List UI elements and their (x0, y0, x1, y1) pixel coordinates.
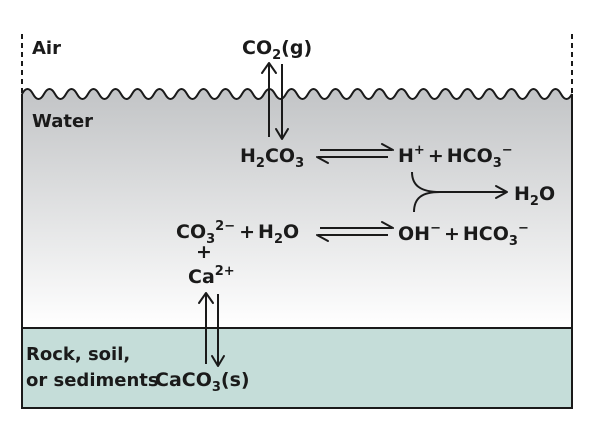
h2o-product-label: H2O (514, 183, 555, 209)
co3-h2o-label: CO32−+H2O (176, 219, 299, 247)
ca-caco3-equilibrium-arrow (198, 292, 225, 367)
plus-sign: + (196, 241, 212, 263)
water-surface-wave (21, 88, 573, 100)
container-outline (21, 94, 573, 409)
ca2-plus-label: Ca2+ (188, 264, 235, 288)
caco3-solid-label: CaCO3(s) (155, 369, 250, 395)
water-label: Water (32, 111, 93, 132)
carbonate-hydrolysis-arrow (316, 221, 394, 242)
water-region (22, 89, 572, 328)
sediment-label-line1: Rock, soil, (26, 344, 130, 365)
neutralization-arrow (411, 171, 508, 213)
co2-h2co3-equilibrium-arrow (261, 62, 289, 140)
co2-gas-label: CO2(g) (242, 37, 312, 63)
h2co3-dissociation-arrow (316, 143, 394, 164)
sediment-label-line2: or sediments (26, 370, 159, 391)
sediment-region (22, 328, 572, 408)
h2co3-label: H2CO3 (240, 145, 304, 171)
h-plus-hco3-label: H++HCO3− (398, 143, 513, 171)
oh-hco3-label: OH−+HCO3− (398, 221, 529, 249)
air-label: Air (32, 38, 61, 59)
